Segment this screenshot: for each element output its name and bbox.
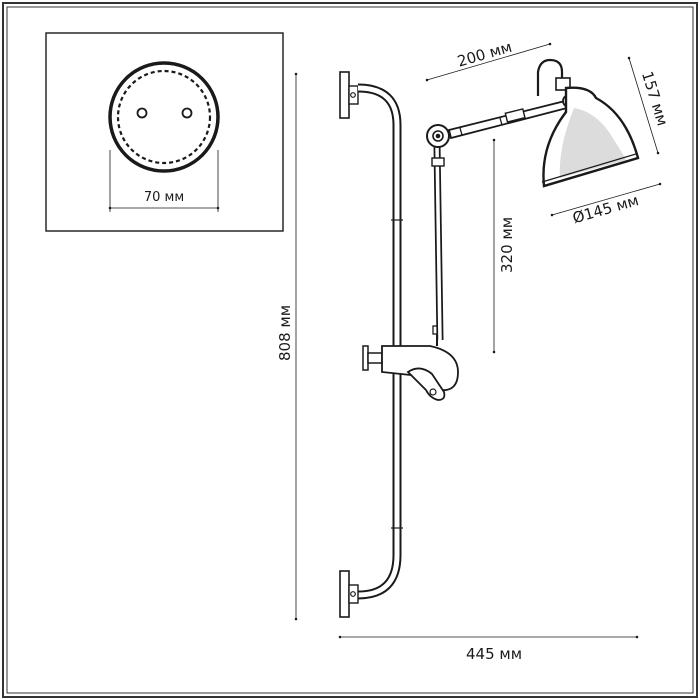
arm-pivot [426, 124, 450, 148]
inner-frame [6, 6, 694, 694]
total-height-label: 808 мм [276, 305, 294, 361]
total-width-label: 445 мм [466, 645, 522, 663]
sliding-clamp [362, 325, 459, 401]
inset-frame [45, 32, 284, 232]
upper-arm [447, 99, 569, 140]
dimension-157: 157 мм [627, 56, 672, 155]
dimension-145: Ø145 мм [550, 182, 662, 227]
base-plate-outer-circle [108, 61, 220, 173]
main-rod [357, 83, 402, 600]
arm-drop-label: 320 мм [498, 217, 516, 273]
main-rod-inner [357, 85, 400, 598]
dimension-200: 200 мм [425, 38, 552, 82]
base-plate-inset: 70 мм [45, 32, 284, 232]
dim-200-line [425, 42, 552, 82]
shade-height-label: 157 мм [638, 69, 672, 128]
dimension-808: 808 мм [276, 72, 298, 621]
wall-lamp [339, 58, 640, 618]
shade-diameter-label: Ø145 мм [571, 191, 641, 227]
base-diameter-label: 70 мм [144, 190, 184, 205]
dimension-320: 320 мм [492, 138, 516, 354]
lamp-shade [541, 86, 640, 188]
lower-arm [431, 144, 445, 341]
top-wall-bracket [339, 71, 359, 119]
dimension-445: 445 мм [338, 635, 639, 663]
arm-length-label: 200 мм [455, 38, 514, 71]
clamp-lever [406, 367, 446, 401]
base-plate-dashed-circle [116, 69, 212, 165]
bottom-wall-bracket [339, 570, 359, 618]
mounting-hole-left [136, 107, 148, 119]
mounting-hole-right [181, 107, 193, 119]
